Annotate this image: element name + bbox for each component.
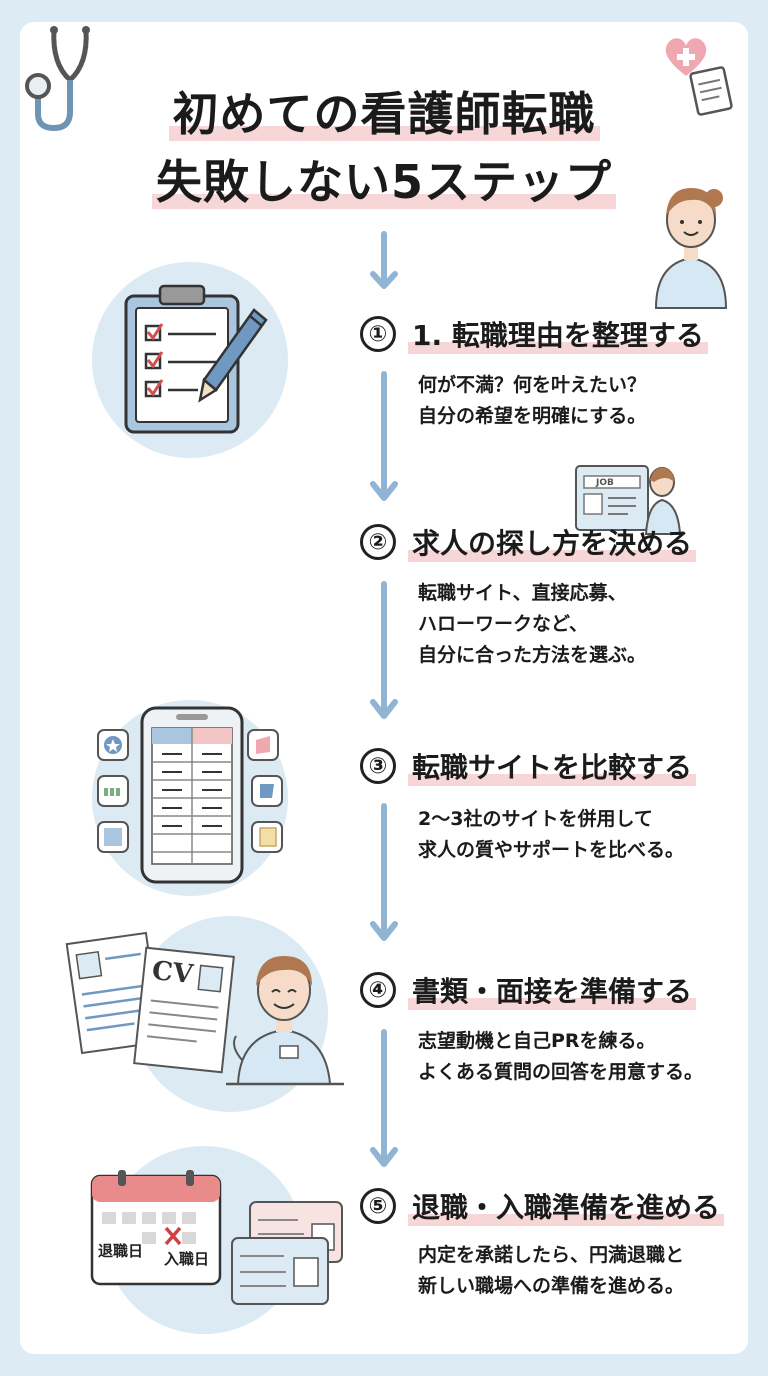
heart-cross-icon [665,38,707,76]
step-4-title: 書類・面接を準備する [408,970,697,1010]
step-5-number: ⑤ [360,1188,396,1224]
calendar-retire-label: 退職日 [98,1242,144,1260]
step-2-number: ② [360,524,396,560]
flow-arrow-4 [370,1029,398,1168]
page-title-line-1: 初めての看護師転職 [0,78,768,144]
step-2-desc-line: ハローワークなど、 [418,613,589,635]
stethoscope-icon [25,26,90,132]
step-1-heading: ① 1. 転職理由を整理する [360,314,708,354]
resume-label: CV [150,955,195,991]
step-2-desc-line: 自分に合った方法を選ぶ。 [418,644,647,666]
nurse-illustration-icon [654,188,728,309]
step-3-heading: ③ 転職サイトを比較する [360,746,697,786]
step-1-desc-line: 自分の希望を明確にする。 [418,405,647,427]
calendar-icon [90,1170,222,1286]
flow-arrow-1 [370,371,398,502]
step-4-heading: ④ 書類・面接を準備する [360,970,697,1010]
step-5-desc-line: 新しい職場への準備を進める。 [418,1275,685,1297]
step-5-desc-line: 内定を承諾したら、円満退職と [418,1244,685,1266]
step-3-title: 転職サイトを比較する [408,746,697,786]
step-2-title: 求人の探し方を決める [408,522,697,562]
step-1-description: 何が不満？何を叶えたい？ 自分の希望を明確にする。 [418,370,646,432]
step-5-description: 内定を承諾したら、円満退職と 新しい職場への準備を進める。 [418,1240,684,1302]
step-1-number: ① [360,316,396,352]
page-title-line-2: 失敗しない5ステップ [0,146,768,212]
step-3-desc-line: 2〜3社のサイトを併用して [418,808,653,830]
flow-arrow-3 [370,803,398,942]
flow-arrow-0 [370,231,398,290]
pen-icon [198,308,268,403]
app-badges-icon [97,729,283,853]
step-2-description: 転職サイト、直接応募、 ハローワークなど、 自分に合った方法を選ぶ。 [418,578,646,671]
step-1-title: 1. 転職理由を整理する [408,314,708,354]
step-5-heading: ⑤ 退職・入職準備を進める [360,1186,725,1226]
step-2-desc-line: 転職サイト、直接応募、 [418,582,627,604]
smartphone-icon [140,706,244,884]
step-4-desc-line: 志望動機と自己PRを練る。 [418,1030,656,1052]
flow-arrow-2 [370,581,398,720]
resume-icon [65,931,235,1074]
step-3-desc-line: 求人の質やサポートを比べる。 [418,839,685,861]
step-4-number: ④ [360,972,396,1008]
step-3-number: ③ [360,748,396,784]
step-5-title: 退職・入職準備を進める [408,1186,725,1226]
job-board-label: JOB [596,478,614,488]
id-card-icon [231,1201,343,1305]
nurse-desk-icon [226,956,344,1086]
step-4-description: 志望動機と自己PRを練る。 よくある質問の回答を用意する。 [418,1026,703,1088]
step-2-heading: ② 求人の探し方を決める [360,522,697,562]
clipboard-small-icon [689,66,733,116]
step-3-description: 2〜3社のサイトを併用して 求人の質やサポートを比べる。 [418,804,684,866]
calendar-join-label: 入職日 [164,1250,210,1268]
step-1-desc-line: 何が不満？何を叶えたい？ [418,374,647,396]
step-4-desc-line: よくある質問の回答を用意する。 [418,1061,704,1083]
